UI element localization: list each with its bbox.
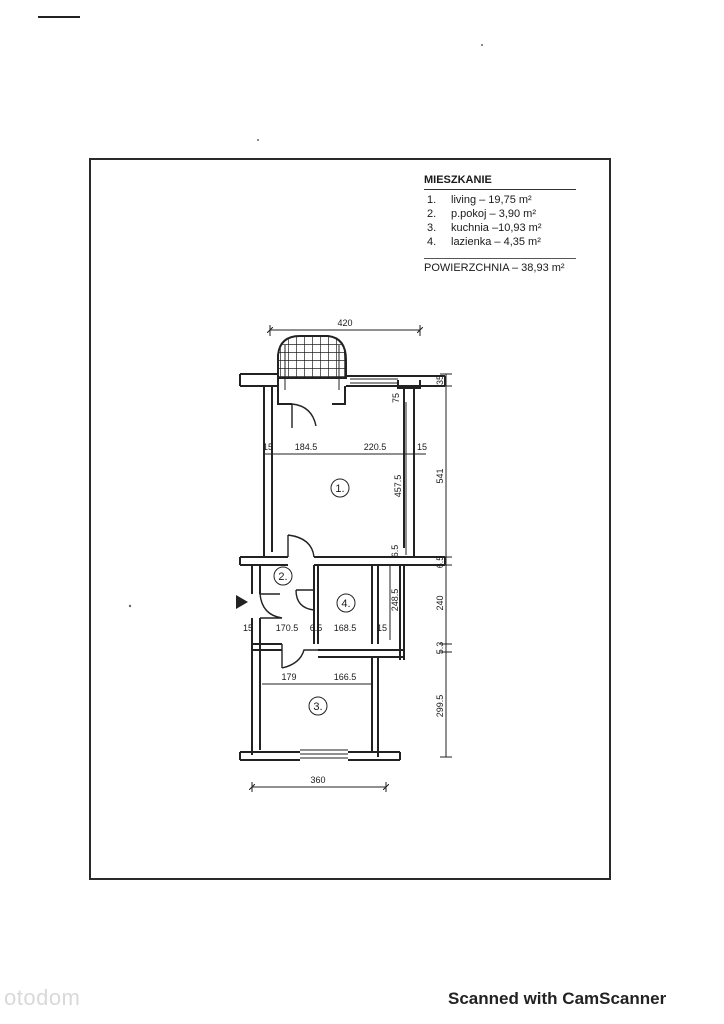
room-3-label: 3.: [313, 701, 322, 713]
room-labels: 1. 2. 4. 3.: [273, 478, 356, 716]
legend-item: 2.p.pokoj – 3,90 m²: [427, 208, 536, 220]
dim-top: 420: [337, 318, 352, 328]
scanner-credit: Scanned with CamScanner: [448, 989, 667, 1008]
dimension-lines: [252, 325, 452, 792]
dim-right-living: 541: [435, 468, 445, 483]
room-2-label: 2.: [278, 571, 287, 583]
dimension-labels: 420 360 15 184.5 220.5 15 457.5 75 35 54…: [243, 318, 445, 785]
kitchen-door: [281, 644, 318, 669]
drawing-frame: [89, 158, 611, 880]
legend-rule-2: [424, 258, 576, 259]
dim-right-wall-inner: 6.5: [390, 545, 400, 558]
dim-right-wall-2: 5.3: [435, 642, 445, 655]
entry-door: [259, 593, 283, 619]
legend-item: 1.living – 19,75 m²: [427, 194, 532, 206]
scan-specks: [128, 44, 483, 608]
balcony: [277, 335, 347, 390]
dim-bath-width: 168.5: [334, 623, 357, 633]
watermark: otodom: [4, 985, 81, 1010]
living-door: [287, 534, 315, 558]
dim-hall-width: 170.5: [276, 623, 299, 633]
dim-bottom: 360: [310, 775, 325, 785]
legend-rule: [424, 189, 576, 190]
dim-mid-wall-right: 15: [377, 623, 387, 633]
dim-mid-wall-inner: 6.5: [310, 623, 323, 633]
doors: [259, 403, 318, 669]
legend-total: POWIERZCHNIA – 38,93 m²: [424, 262, 565, 274]
dim-balcony: 75: [391, 393, 401, 403]
room-4-label: 4.: [341, 598, 350, 610]
dim-right-top: 35: [435, 375, 445, 385]
legend: MIESZKANIE 1.living – 19,75 m² 2.p.pokoj…: [424, 173, 604, 275]
legend-item: 3.kuchnia –10,93 m²: [427, 222, 542, 234]
dim-kitchen-left: 179: [281, 672, 296, 682]
room-1-label: 1.: [335, 483, 344, 495]
legend-title: MIESZKANIE: [424, 174, 492, 186]
dim-living-wall-right: 15: [417, 442, 427, 452]
dim-right-wall-1: 6.5: [435, 556, 445, 569]
dim-kitchen-right: 166.5: [334, 672, 357, 682]
dim-living-right: 220.5: [364, 442, 387, 452]
balcony-door: [291, 403, 317, 428]
entry-arrow-icon: [236, 595, 248, 609]
dim-living-depth: 457.5: [393, 475, 403, 498]
dim-bath-height: 248.5: [390, 589, 400, 612]
walls: [239, 373, 446, 761]
scan-mark: [38, 16, 80, 18]
bath-door: [295, 589, 315, 611]
dim-right-mid: 240: [435, 595, 445, 610]
legend-item: 4.lazienka – 4,35 m²: [427, 236, 541, 248]
dim-living-left: 184.5: [295, 442, 318, 452]
dim-mid-wall-left: 15: [243, 623, 253, 633]
dim-right-kitchen: 299.5: [435, 695, 445, 718]
dim-living-wall-left: 15: [263, 442, 273, 452]
